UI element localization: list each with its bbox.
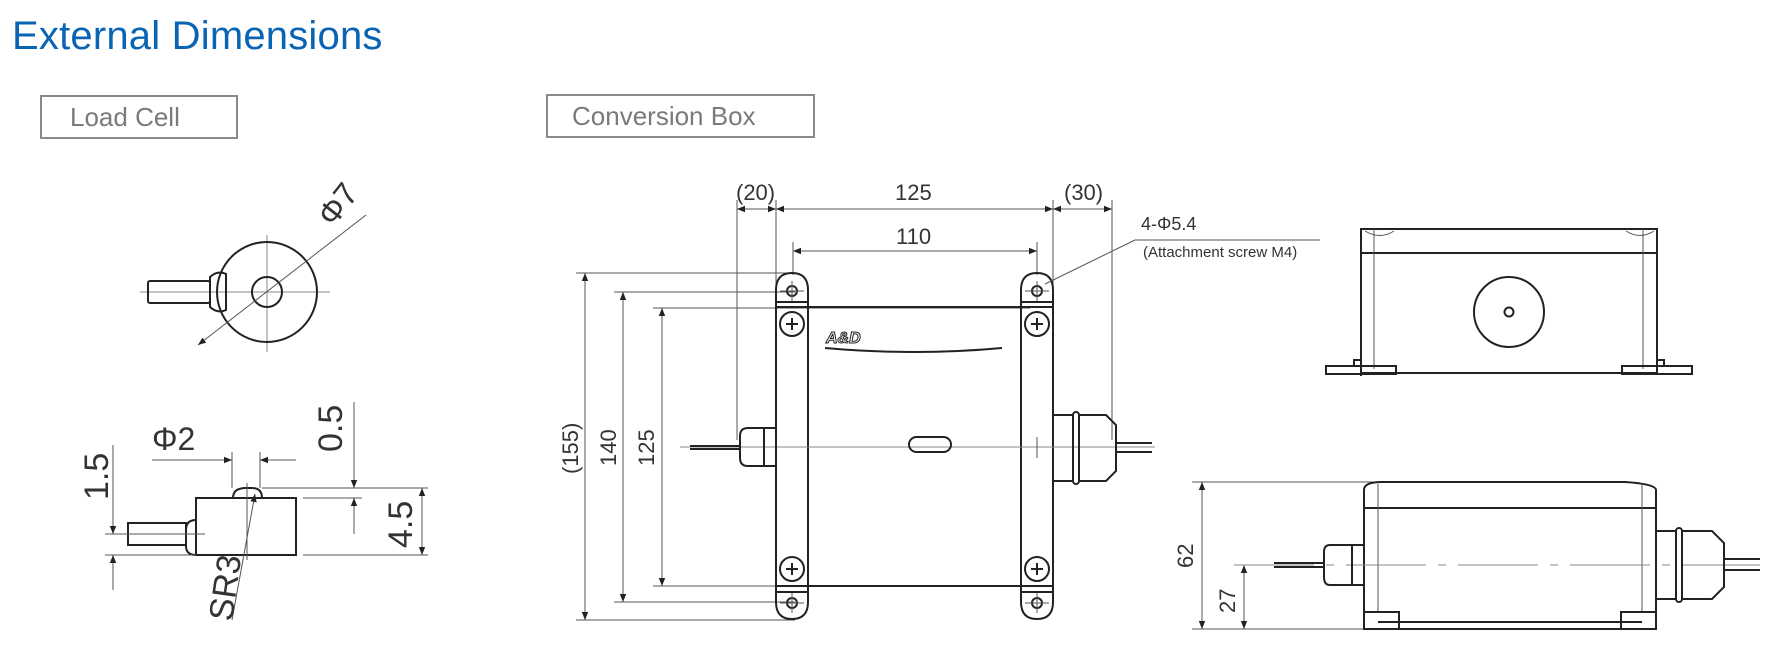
protrusion-label: 0.5 bbox=[312, 405, 350, 452]
body-width-label: 125 bbox=[895, 180, 932, 205]
load-cell-side-view: 1.5 Φ2 0.5 4.5 SR3 bbox=[78, 402, 428, 623]
load-cell-label: Load Cell bbox=[40, 95, 238, 139]
conversion-box-label: Conversion Box bbox=[546, 94, 815, 138]
holes-note-label: (Attachment screw M4) bbox=[1143, 244, 1297, 261]
connector-height-label: 27 bbox=[1215, 589, 1240, 613]
sphere-radius-label: SR3 bbox=[202, 552, 249, 623]
total-height-label: (155) bbox=[558, 423, 583, 474]
page-title: External Dimensions bbox=[12, 14, 383, 58]
brand-logo: A&D bbox=[825, 330, 861, 347]
body-height-label: 125 bbox=[634, 429, 659, 466]
height-label: 4.5 bbox=[382, 501, 420, 548]
load-cell-top-view: Φ7 bbox=[140, 176, 367, 352]
button-diameter-label: Φ2 bbox=[152, 421, 195, 457]
conversion-box-side-view: 62 27 bbox=[1173, 481, 1760, 630]
holes-spec-label: 4-Φ5.4 bbox=[1141, 214, 1196, 234]
right-overhang-label: (30) bbox=[1064, 180, 1103, 205]
mount-hole-icons bbox=[780, 281, 1049, 613]
left-overhang-label: (20) bbox=[736, 180, 775, 205]
phillips-screw-icons bbox=[779, 311, 1050, 582]
cable-offset-label: 1.5 bbox=[78, 453, 116, 500]
conversion-box-front-view: (20) 125 (30) 110 (155) 140 125 bbox=[558, 180, 1320, 621]
conversion-box-end-view bbox=[1325, 228, 1693, 376]
load-cell-diameter-label: Φ7 bbox=[310, 176, 365, 232]
flange-height-label: 140 bbox=[596, 429, 621, 466]
side-height-label: 62 bbox=[1173, 544, 1198, 568]
hole-pitch-label: 110 bbox=[896, 224, 931, 249]
